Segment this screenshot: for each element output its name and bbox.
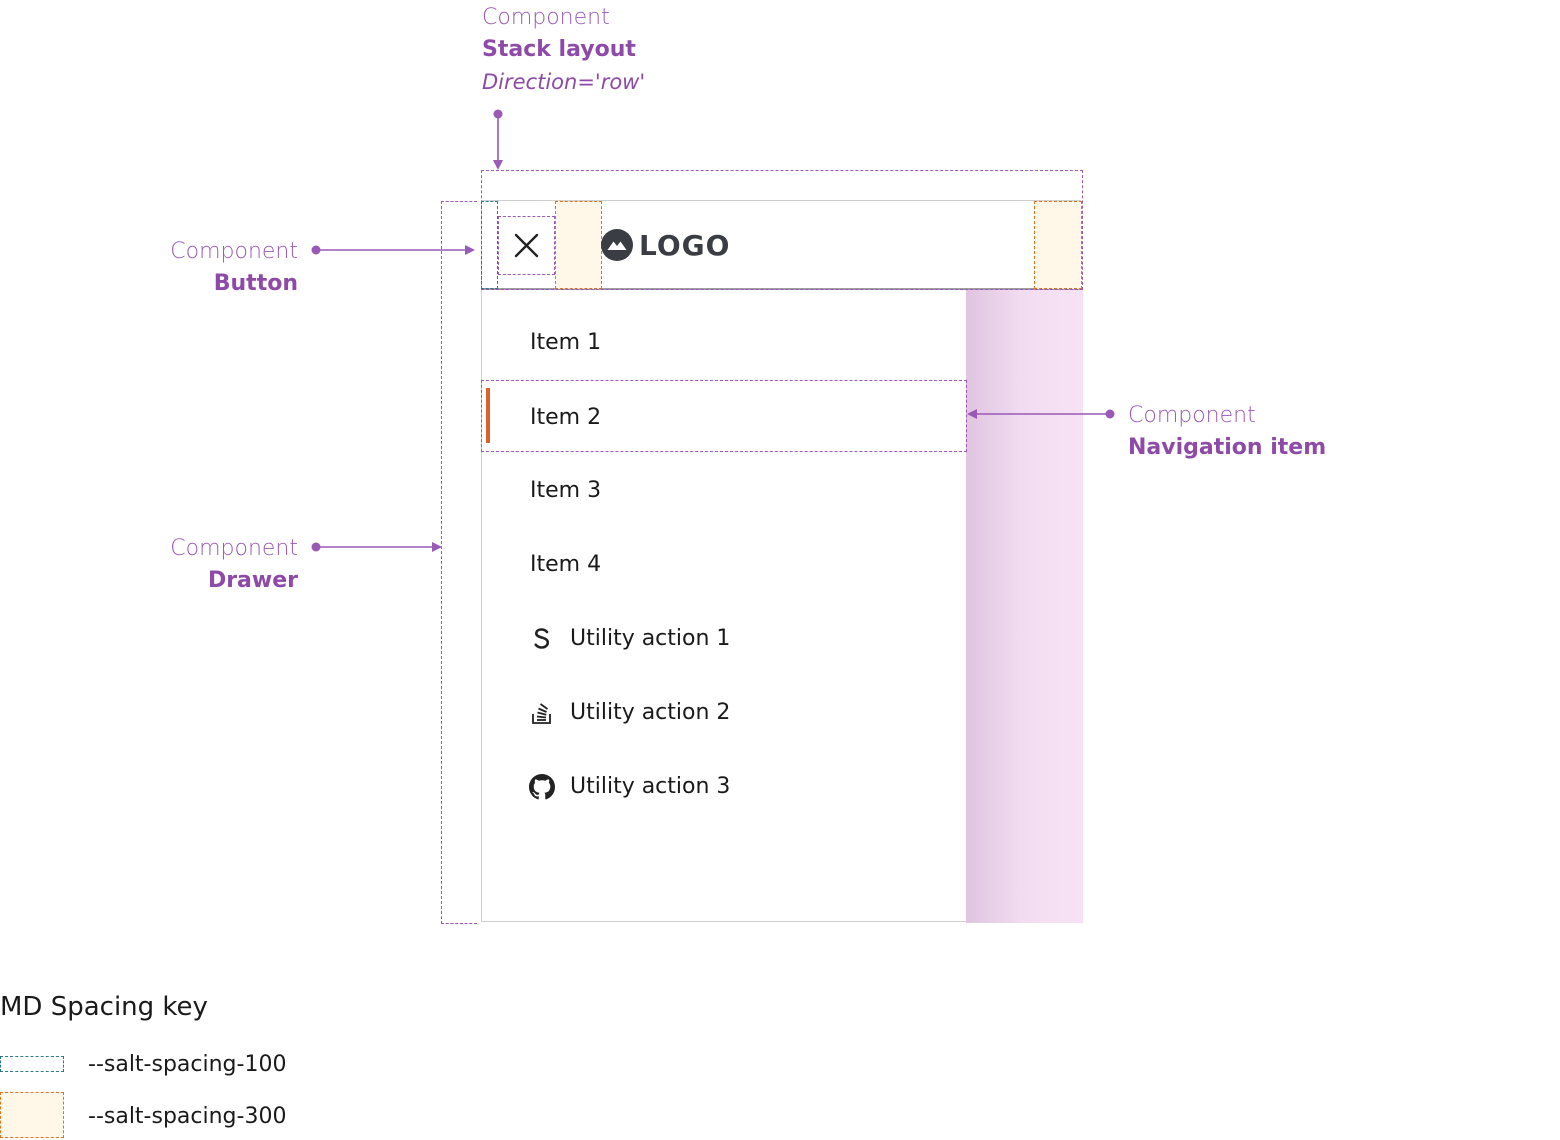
spacing-300-marker-left — [555, 201, 602, 289]
drawer-connector — [311, 542, 442, 552]
scrim-overlay — [966, 290, 1083, 923]
utility-action-2[interactable]: Utility action 2 — [482, 678, 966, 748]
stack-layout-annotation-kind: Component — [482, 5, 610, 30]
stack-overflow-icon — [532, 703, 551, 724]
close-button[interactable] — [498, 216, 555, 275]
utility-action-3[interactable]: Utility action 3 — [482, 752, 966, 822]
utility-action-label: Utility action 1 — [570, 626, 731, 651]
nav-item-1[interactable]: Item 1 — [482, 308, 966, 378]
spacing-key-swatch-300 — [0, 1092, 64, 1138]
utility-action-1[interactable]: Utility action 1 — [482, 604, 966, 674]
logo — [601, 229, 633, 261]
nav-item-label: Item 1 — [530, 330, 602, 355]
logo-text: LOGO — [639, 229, 731, 262]
spacing-key-label-300: --salt-spacing-300 — [88, 1104, 287, 1129]
close-icon — [514, 233, 539, 258]
utility-action-label: Utility action 2 — [570, 700, 731, 725]
nav-item-2[interactable]: Item 2 — [481, 380, 967, 452]
button-annotation-kind: Component — [170, 239, 298, 264]
spacing-300-marker-right — [1034, 201, 1082, 289]
stack-layout-annotation-name: Stack layout — [482, 37, 636, 62]
button-annotation-name: Button — [213, 271, 298, 296]
utility-action-label: Utility action 3 — [570, 774, 731, 799]
nav-item-label: Item 2 — [530, 405, 602, 430]
s-brand-icon — [534, 628, 550, 649]
github-icon — [529, 774, 555, 800]
drawer-outline — [441, 201, 477, 924]
stack-layout-connector — [493, 109, 503, 170]
drawer-annotation-name: Drawer — [207, 568, 298, 593]
nav-item-connector — [967, 409, 1115, 419]
nav-item-annotation-name: Navigation item — [1128, 435, 1327, 460]
spacing-key-swatch-100 — [0, 1056, 64, 1072]
button-connector — [311, 245, 475, 255]
spacing-100-marker — [481, 201, 498, 289]
nav-item-3[interactable]: Item 3 — [482, 456, 966, 526]
stack-layout-annotation-prop: Direction='row' — [482, 70, 646, 94]
spacing-key-title: MD Spacing key — [0, 992, 208, 1022]
mountain-logo-icon — [601, 229, 633, 261]
drawer-annotation-kind: Component — [170, 536, 298, 561]
nav-item-4[interactable]: Item 4 — [482, 530, 966, 600]
spacing-key-label-100: --salt-spacing-100 — [88, 1052, 287, 1077]
nav-item-annotation-kind: Component — [1128, 403, 1256, 428]
nav-item-label: Item 3 — [530, 478, 602, 503]
active-indicator — [486, 388, 490, 443]
nav-item-label: Item 4 — [530, 552, 602, 577]
